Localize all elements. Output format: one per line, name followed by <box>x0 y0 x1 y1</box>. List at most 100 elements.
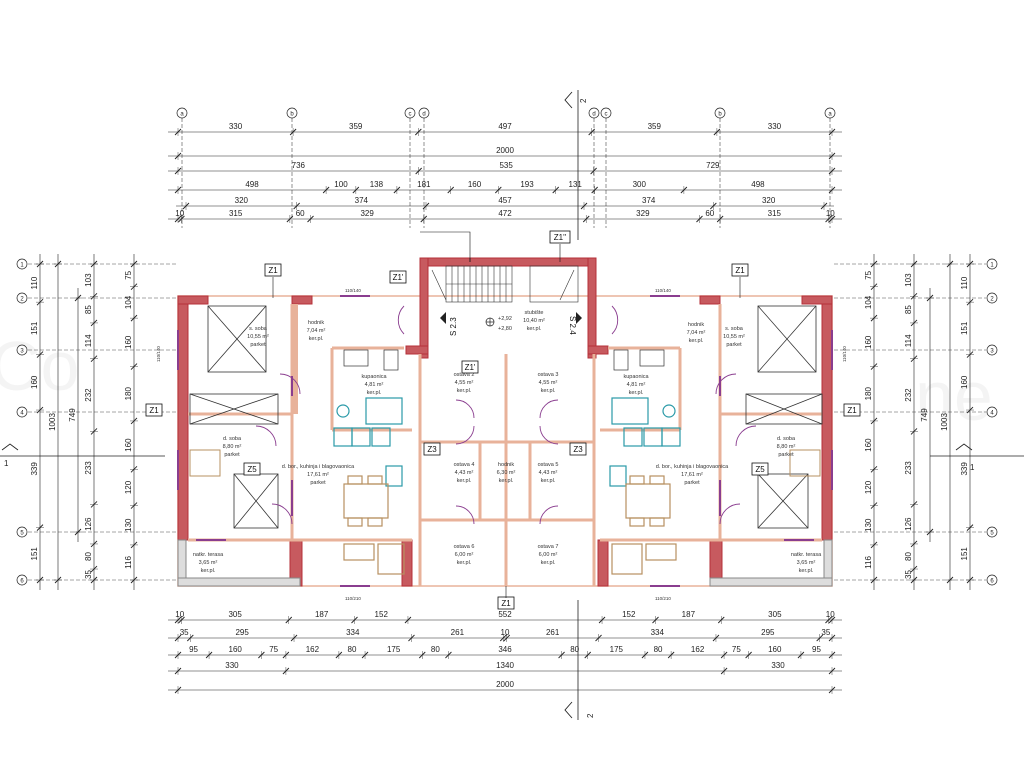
dimension-value: 131 <box>569 180 583 189</box>
dimension-value: 180 <box>864 387 873 401</box>
dimension-value: 10 <box>175 610 184 619</box>
stair-wall-top <box>419 257 597 267</box>
dimension-value: 330 <box>771 661 785 670</box>
room-name-dsoba_r: d. soba <box>777 436 796 442</box>
dimension-value: 110 <box>30 276 39 289</box>
tag-label-z1: Z1 <box>268 266 278 275</box>
tag-label-z3: Z3 <box>573 445 583 454</box>
room-name-ostava2: ostava 2 <box>454 372 475 378</box>
dimension-value: 35 <box>84 570 93 579</box>
dimension-value: 85 <box>904 305 913 314</box>
stair-wall-left <box>419 257 429 359</box>
axis-bubble <box>404 107 416 119</box>
axis-label: d <box>422 112 425 118</box>
bed-right-master <box>757 305 817 373</box>
dimension-value: 334 <box>346 628 360 637</box>
dimension-value: 497 <box>498 122 512 131</box>
axis-label: a <box>828 112 832 118</box>
dimension-value: 2000 <box>496 146 514 155</box>
wall-left-top-b <box>291 295 313 305</box>
dimension-value: 103 <box>904 273 913 287</box>
dimension-value: 120 <box>124 480 133 494</box>
dimension-value: 126 <box>84 517 93 531</box>
axis-label: 1 <box>990 263 994 269</box>
dimension-value: 162 <box>306 645 320 654</box>
dimension-value: 2000 <box>496 680 514 689</box>
axis-label: 1 <box>20 263 24 269</box>
section-mark-top: 2 <box>564 90 588 240</box>
section-label-left: 1 <box>4 459 9 468</box>
dimension-value: 305 <box>228 610 242 619</box>
dimension-value: 116 <box>124 556 133 569</box>
dimension-value: 80 <box>904 551 913 560</box>
dimension-value: 104 <box>864 295 873 309</box>
dimension-value: 151 <box>30 547 39 561</box>
stair-wall-lower-left <box>405 345 429 355</box>
stair-label-left: S 2.3 <box>449 317 458 336</box>
room-name-stubiste: stubište <box>525 310 544 316</box>
dimension-value: 729 <box>706 161 720 170</box>
room-area-soba_l: 10,55 m² <box>247 334 269 340</box>
dimension-value: 300 <box>633 180 647 189</box>
axis-label: 6 <box>990 579 994 585</box>
dining-right <box>611 475 677 575</box>
dimension-value: 10 <box>826 610 835 619</box>
tag-label-z1: Z1 <box>149 406 159 415</box>
terrace-right-rail-bottom <box>709 577 833 587</box>
dimension-value: 75 <box>269 645 278 654</box>
dimension-value: 359 <box>648 122 662 131</box>
room-floor-hodnik_c: ker.pl. <box>499 478 514 484</box>
dimension-value: 498 <box>751 180 765 189</box>
axis-label: 3 <box>20 349 24 355</box>
room-area-hodnik_c: 6,30 m² <box>497 470 516 476</box>
room-floor-kupaonica_r: ker.pl. <box>629 390 644 396</box>
window-code: 110/140 <box>655 288 671 293</box>
axis-label: 5 <box>990 531 994 537</box>
dimension-value: 535 <box>499 161 513 170</box>
dimension-value: 193 <box>520 180 534 189</box>
dimension-value: 736 <box>292 161 306 170</box>
dimension-value: 749 <box>920 408 929 422</box>
window-code: 110/210 <box>655 596 671 601</box>
axis-bubble <box>16 258 28 270</box>
dimension-value: 35 <box>821 628 830 637</box>
axis-label: 2 <box>20 297 24 303</box>
dimension-value: 261 <box>451 628 465 637</box>
dimension-value: 359 <box>349 122 363 131</box>
axis-bubble <box>986 526 998 538</box>
dimension-value: 114 <box>904 334 913 347</box>
dimension-value: 472 <box>498 209 512 218</box>
section-label-bottom: 2 <box>586 713 595 718</box>
room-floor-kupaonica_l: ker.pl. <box>367 390 382 396</box>
stair-label-right: S 2.4 <box>568 316 577 335</box>
axis-label: 6 <box>20 579 24 585</box>
room-name-dbor_r: d. bor., kuhinja i blagovaonica <box>656 464 729 470</box>
desk-left <box>189 449 221 477</box>
room-area-terasa_r: 3,65 m² <box>797 560 816 566</box>
room-area-dbor_r: 17,61 m² <box>681 472 703 478</box>
dimension-value: 232 <box>904 388 913 402</box>
desk-right <box>789 449 821 477</box>
room-name-ostava6: ostava 6 <box>454 544 475 550</box>
axis-bubble <box>16 526 28 538</box>
dimension-value: 329 <box>360 209 374 218</box>
dimension-value: 95 <box>812 645 821 654</box>
dimension-value: 374 <box>642 196 656 205</box>
dimension-value: 103 <box>84 273 93 287</box>
wall-right-bottom-col <box>597 539 609 587</box>
axis-bubble <box>16 292 28 304</box>
tag-box-z1 <box>145 403 163 417</box>
tag-box-z5 <box>243 462 261 476</box>
tag-box-z1pp <box>549 230 571 244</box>
terrace-left-rail-bottom <box>177 577 301 587</box>
wall-left-top-a <box>177 295 209 305</box>
dimension-value: 100 <box>334 180 348 189</box>
axis-bubble <box>714 107 726 119</box>
dimension-value: 1003 <box>48 413 57 431</box>
wall-left-mid <box>292 304 298 414</box>
tag-label-z3: Z3 <box>427 445 437 454</box>
dimension-value: 116 <box>864 556 873 569</box>
room-name-soba_l: s. soba <box>249 326 268 332</box>
